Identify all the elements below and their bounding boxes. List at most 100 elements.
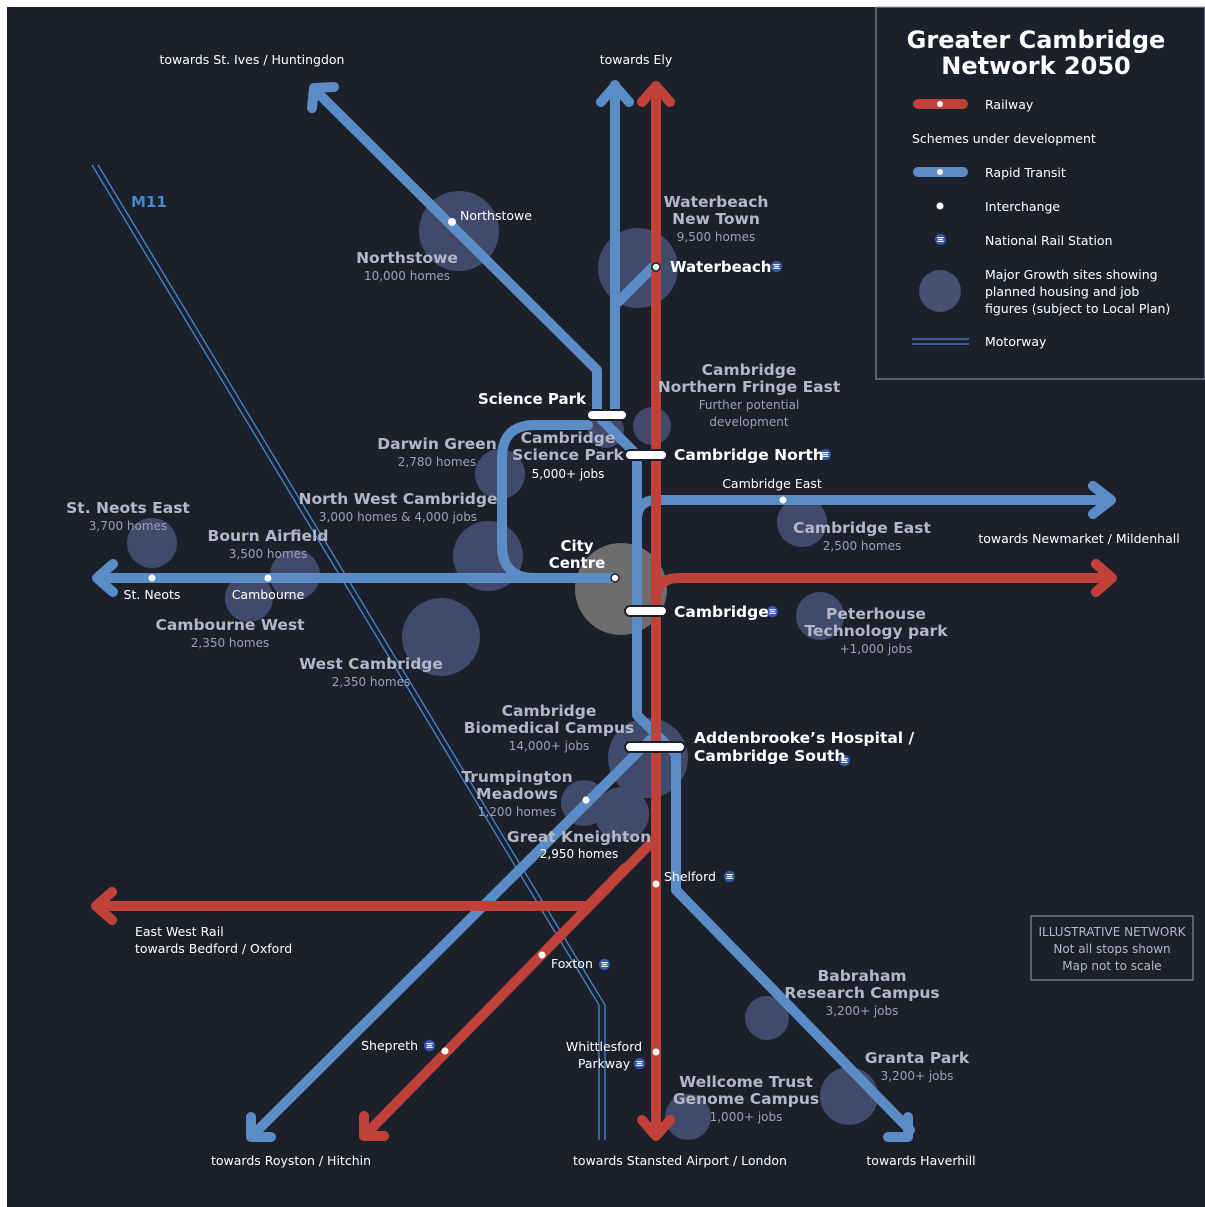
site-nw-cambridge-name: North West Cambridge	[299, 490, 498, 508]
stop-whittlesford	[652, 1048, 660, 1056]
site-wellcome-figure: 1,000+ jobs	[710, 1110, 783, 1124]
station-city-centre-line1: City	[560, 537, 593, 555]
legend-rapid-transit-stop	[937, 169, 943, 175]
site-biomedical-figure: 14,000+ jobs	[509, 739, 589, 753]
station-cambridge-south: Cambridge South	[694, 747, 845, 765]
site-cambridge-east-figure: 2,500 homes	[823, 539, 901, 553]
destination-newmarket: towards Newmarket / Mildenhall	[978, 531, 1179, 546]
site-labels: Waterbeach New Town Northstowe Cambridge…	[66, 193, 970, 1124]
national-rail-icon	[723, 870, 736, 883]
site-science-park-figure: 5,000+ jobs	[532, 467, 605, 481]
site-biomedical-name: Biomedical Campus	[464, 719, 635, 737]
site-wellcome-name: Wellcome Trust	[679, 1073, 813, 1091]
site-peterhouse-figure: +1,000 jobs	[840, 642, 913, 656]
stop-northstowe	[448, 218, 456, 226]
stop-cambridge-east	[779, 496, 787, 504]
site-granta-park-figure: 3,200+ jobs	[881, 1069, 954, 1083]
growth-site-granta-park	[820, 1067, 878, 1125]
station-cambridge-north: Cambridge North	[674, 446, 824, 464]
growth-site-st-neots-east	[127, 518, 177, 568]
site-cnfe-figure: Further potential	[699, 398, 800, 412]
growth-site-west-cambridge	[402, 598, 480, 676]
destination-haverhill: towards Haverhill	[866, 1153, 975, 1168]
station-labels: Science Park Cambridge North Cambridge A…	[124, 208, 915, 1071]
growth-site-cambridge-east	[777, 497, 827, 547]
stop-shelford	[652, 880, 660, 888]
site-cnfe-name: Cambridge	[702, 361, 797, 379]
site-cambridge-east-name: Cambridge East	[793, 519, 931, 537]
station-northstowe: Northstowe	[460, 208, 532, 223]
site-peterhouse-name: Technology park	[805, 622, 949, 640]
site-name-labels: Waterbeach New Town Northstowe Cambridge…	[66, 193, 970, 1108]
station-science-park: Science Park	[478, 390, 587, 408]
site-trumpington-name: Trumpington	[461, 768, 572, 786]
railway-line-newmarket	[651, 573, 1113, 613]
station-waterbeach: Waterbeach	[670, 258, 771, 276]
transit-loop-science-park	[497, 420, 593, 583]
interchange-addenbrookes	[624, 741, 686, 753]
legend-growth-label: figures (subject to Local Plan)	[985, 301, 1170, 316]
m11-motorway	[91, 164, 606, 1140]
legend: Greater Cambridge Network 2050 Railway S…	[875, 6, 1205, 380]
national-rail-icon	[423, 1039, 436, 1052]
site-nw-cambridge-figure: 3,000 homes & 4,000 jobs	[319, 510, 477, 524]
station-foxton: Foxton	[551, 956, 593, 971]
transit-line-waterbeach-spur	[610, 260, 660, 310]
transit-line-royston	[250, 735, 655, 1138]
site-babraham-name: Research Campus	[784, 984, 939, 1002]
site-west-cambridge-name: West Cambridge	[299, 655, 443, 673]
stop-cambourne	[264, 574, 272, 582]
stop-dots	[148, 218, 787, 1056]
national-rail-icon	[770, 260, 783, 273]
national-rail-icon	[598, 958, 611, 971]
note-box	[1030, 915, 1194, 981]
destination-ely: towards Ely	[600, 52, 673, 67]
site-figure-labels: 9,500 homes 10,000 homes Further potenti…	[89, 230, 954, 1124]
legend-rapid-transit-label: Rapid Transit	[985, 165, 1066, 180]
destination-royston: towards Royston / Hitchin	[211, 1153, 371, 1168]
stop-shepreth	[441, 1047, 449, 1055]
growth-site-cambourne-west	[225, 574, 273, 622]
site-cnfe-figure: development	[709, 415, 788, 429]
stop-waterbeach	[651, 262, 661, 272]
site-darwin-green-name: Darwin Green	[377, 435, 496, 453]
station-cambridge: Cambridge	[674, 603, 769, 621]
note-line1: ILLUSTRATIVE NETWORK	[1038, 925, 1186, 939]
site-great-kneighton-name: Great Kneighton	[507, 828, 651, 846]
stop-foxton	[538, 951, 546, 959]
site-st-neots-east-figure: 3,700 homes	[89, 519, 167, 533]
station-whittlesford-line1: Whittlesford	[566, 1039, 642, 1054]
station-cambridge-east: Cambridge East	[722, 476, 822, 491]
site-trumpington-figure: 1,200 homes	[478, 805, 556, 819]
destination-st-ives: towards St. Ives / Huntingdon	[160, 52, 345, 67]
growth-site-wellcome	[665, 1094, 711, 1140]
stop-st-neots	[148, 574, 156, 582]
interchange-cambridge	[624, 605, 668, 617]
station-addenbrookes: Addenbrooke’s Hospital /	[694, 729, 915, 747]
site-bourn-airfield-name: Bourn Airfield	[208, 527, 329, 545]
legend-interchange-label: Interchange	[985, 199, 1060, 214]
station-cambourne: Cambourne	[232, 587, 305, 602]
station-shelford: Shelford	[664, 869, 716, 884]
legend-growth-label: Major Growth sites showing	[985, 267, 1158, 282]
note-line2: Not all stops shown	[1053, 942, 1170, 956]
site-northstowe-name: Northstowe	[356, 249, 458, 267]
destination-labels: towards St. Ives / Huntingdon towards El…	[135, 52, 1180, 1168]
legend-interchange-dot	[936, 202, 944, 210]
legend-title-line1: Greater Cambridge	[907, 26, 1166, 54]
station-city-centre-line2: Centre	[549, 554, 606, 572]
stop-city-centre	[610, 573, 620, 583]
site-waterbeach-figure: 9,500 homes	[677, 230, 755, 244]
growth-site-great-kneighton	[595, 787, 649, 841]
site-wellcome-name: Genome Campus	[673, 1090, 819, 1108]
site-trumpington-name: Meadows	[476, 785, 558, 803]
site-cnfe-name: Northern Fringe East	[658, 378, 841, 396]
legend-growth-site-swatch	[919, 270, 961, 312]
site-bourn-airfield-figure: 3,500 homes	[229, 547, 307, 561]
interchange-science-park	[586, 409, 628, 421]
station-st-neots: St. Neots	[124, 587, 181, 602]
site-biomedical-name: Cambridge	[502, 702, 597, 720]
motorway-label: M11	[131, 193, 167, 211]
destination-stansted: towards Stansted Airport / London	[573, 1153, 787, 1168]
